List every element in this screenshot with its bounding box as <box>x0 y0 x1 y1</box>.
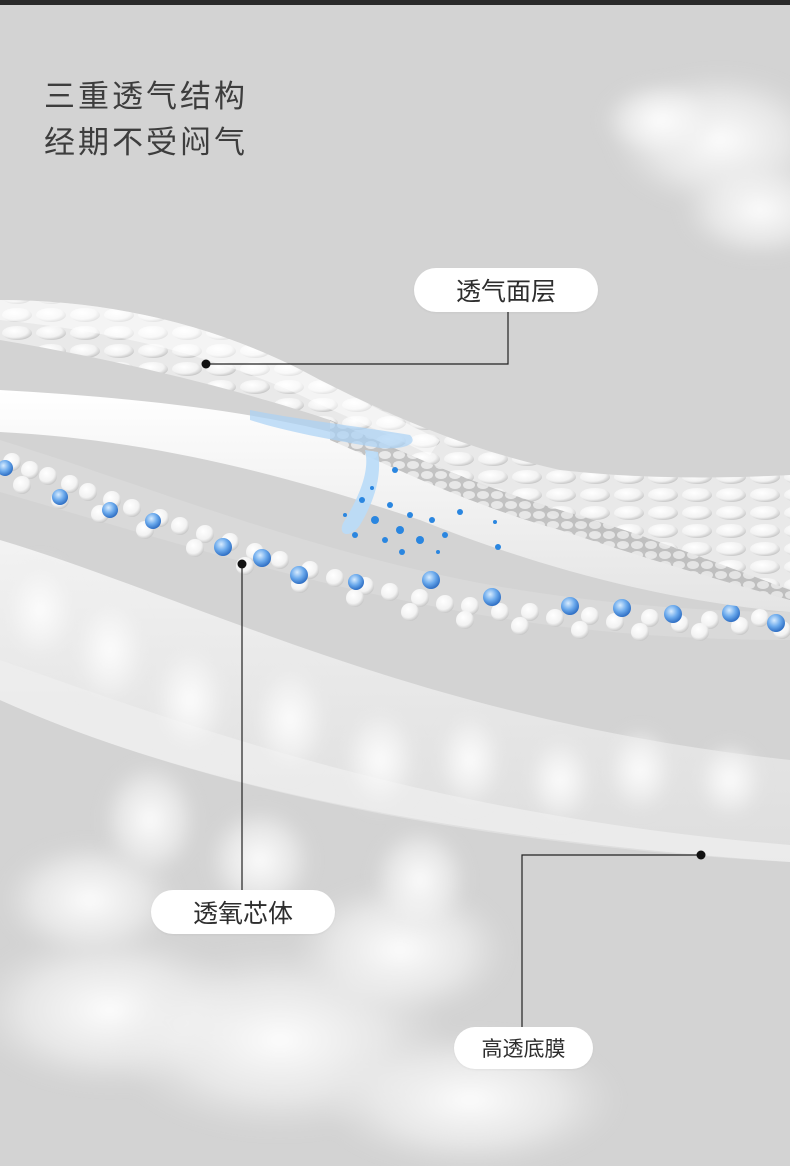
callout-bottom-film: 高透底膜 <box>454 1027 593 1069</box>
leader-line-top-layer <box>206 310 509 365</box>
top-border <box>0 0 790 5</box>
middle-sheet <box>0 390 790 612</box>
headline-line-2: 经期不受闷气 <box>44 125 248 161</box>
leader-line-bottom-film <box>521 854 701 1027</box>
anchor-dot-core <box>237 559 247 569</box>
vapor-puffs <box>0 555 765 935</box>
liquid-splash <box>250 410 501 555</box>
callout-core: 透氧芯体 <box>151 890 335 934</box>
anchor-dot-bottom-film <box>696 850 706 860</box>
core-beads <box>0 453 790 641</box>
anchor-dot-top-layer <box>201 359 211 369</box>
leader-lines <box>206 310 701 1027</box>
headline-line-1: 三重透气结构 <box>44 79 248 115</box>
headline: 三重透气结构 经期不受闷气 <box>44 74 248 166</box>
callout-top-layer: 透气面层 <box>414 268 598 312</box>
